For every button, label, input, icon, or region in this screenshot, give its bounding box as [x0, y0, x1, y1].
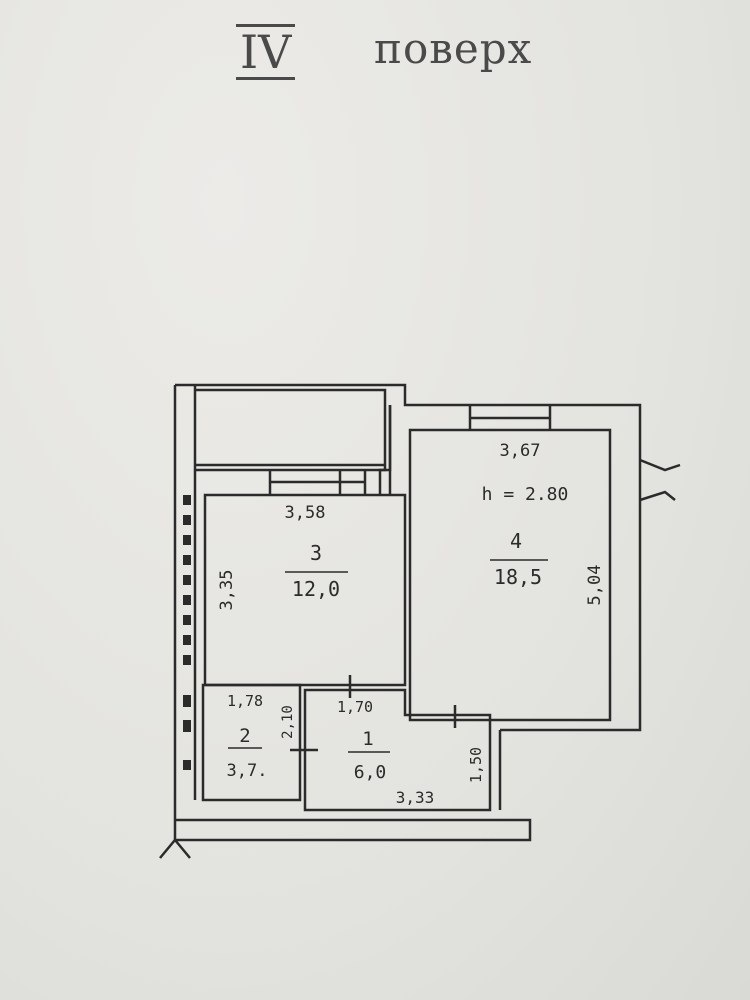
corner-mark: [159, 838, 191, 859]
room-3-outline: [203, 493, 407, 687]
room-4-outline: [408, 428, 612, 722]
room-2-number: 2: [239, 725, 250, 747]
room-1-outline: [303, 688, 492, 812]
outer-wall-bottom: [175, 818, 532, 842]
window-room-3: [268, 470, 367, 495]
room-1-height: 1,50: [467, 747, 485, 783]
room-4-height: 5,04: [585, 565, 605, 606]
room-1-area: 6,0: [354, 762, 387, 783]
room-1-width: 1,70: [337, 698, 373, 716]
room-2-width: 1,78: [227, 692, 263, 710]
wall-notch: [639, 458, 681, 502]
room-1-length: 3,33: [396, 788, 435, 807]
room-2-outline: [201, 683, 302, 802]
floor-word: поверх: [374, 24, 533, 73]
balcony-outline: [175, 383, 470, 407]
room-3-area: 12,0: [292, 577, 340, 601]
door-marks: [290, 675, 457, 752]
room-1-number: 1: [362, 728, 373, 750]
room-4-ceiling-height: h = 2.80: [482, 484, 569, 505]
left-wall-hatching: [183, 495, 191, 770]
balcony-box: [195, 388, 387, 472]
room-4-area: 18,5: [494, 565, 542, 589]
floor-heading: IV поверх: [0, 14, 750, 84]
outer-wall-right: [470, 403, 642, 732]
room-2-height: 2,10: [280, 705, 296, 739]
room-4-width: 3,67: [500, 441, 541, 461]
room-2-area: 3,7.: [227, 761, 268, 781]
room-3-height: 3,35: [217, 570, 237, 611]
floor-number: IV: [236, 24, 296, 80]
room-3-number: 3: [310, 541, 322, 565]
room-4-number: 4: [510, 529, 522, 553]
room-3-width: 3,58: [285, 503, 326, 523]
window-room-4: [468, 405, 552, 430]
